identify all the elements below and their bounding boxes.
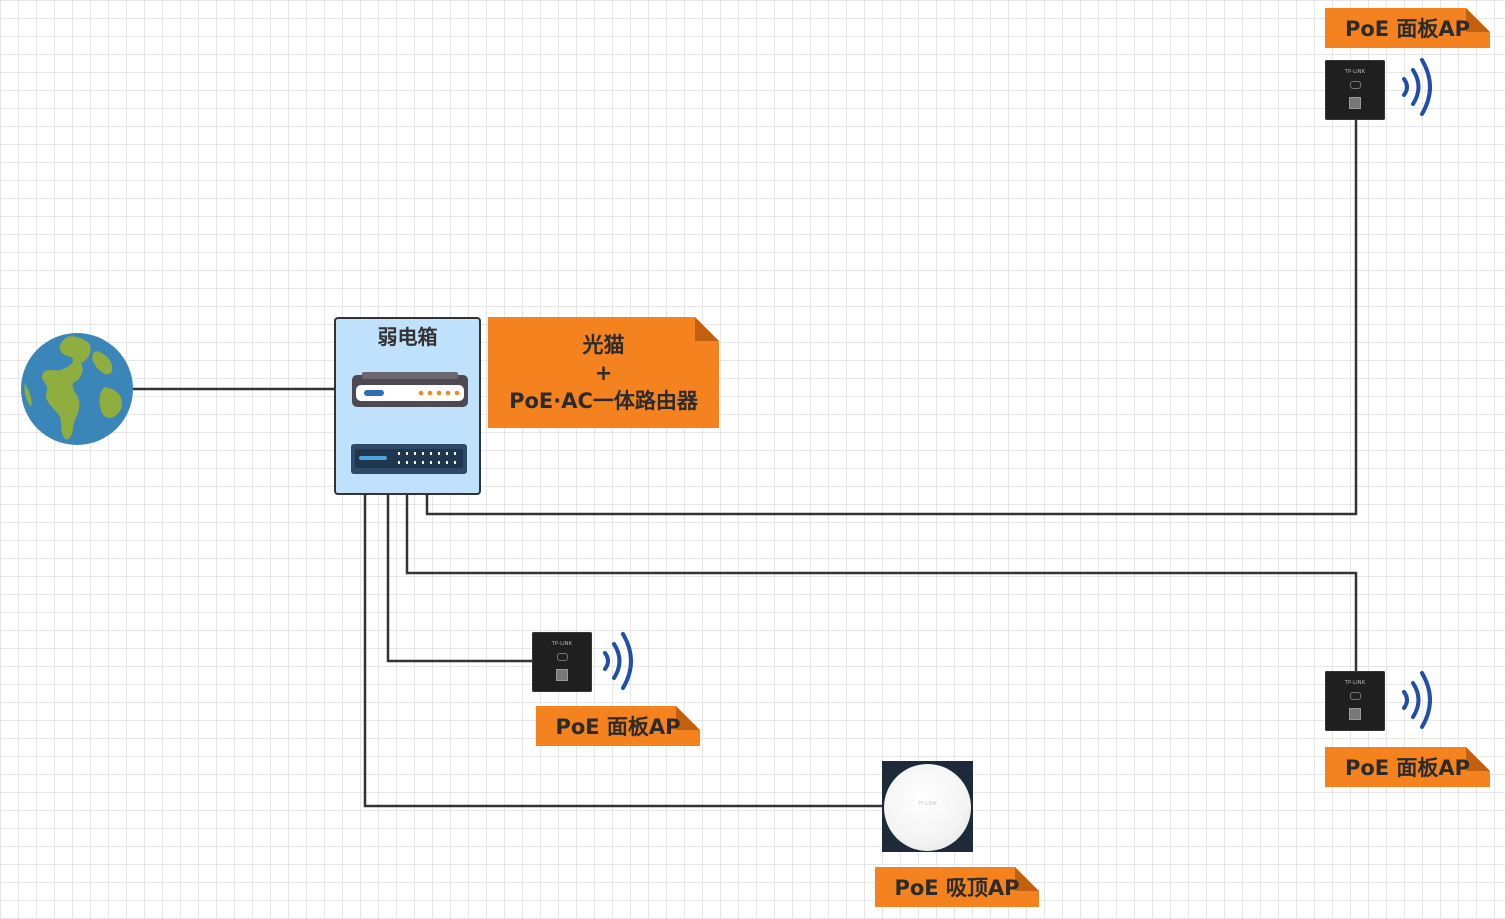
ceiling-ap-icon: TP-LINK xyxy=(882,761,973,852)
router-icon xyxy=(352,372,468,407)
panel-ap-label-top-right: PoE 面板AP xyxy=(1325,8,1490,48)
wire-to-middle-ap xyxy=(386,470,533,663)
router-note: 光猫 + PoE·AC一体路由器 xyxy=(488,317,719,428)
panel-ap-icon: TP-LINK xyxy=(532,632,592,692)
panel-ap-brand: TP-LINK xyxy=(551,641,573,647)
panel-ap-label-bottom-right: PoE 面板AP xyxy=(1325,747,1490,787)
panel-ap-label-text: PoE 面板AP xyxy=(555,715,681,739)
panel-ap-label-text: PoE 面板AP xyxy=(1344,756,1471,780)
panel-ap-brand: TP-LINK xyxy=(1344,680,1366,686)
router-note-line3: PoE·AC一体路由器 xyxy=(509,388,698,413)
ceiling-ap-label: PoE 吸顶AP xyxy=(875,867,1039,907)
internet-globe-icon xyxy=(21,333,133,445)
poe-switch-icon xyxy=(351,444,467,474)
cabinet: 弱电箱 xyxy=(334,317,481,495)
panel-ap-brand: TP-LINK xyxy=(1344,69,1366,75)
ceiling-ap-brand: TP-LINK xyxy=(917,801,938,807)
wire-to-bottom-right-ap xyxy=(405,470,1358,672)
panel-ap-label-middle: PoE 面板AP xyxy=(536,706,700,746)
router-note-line2: + xyxy=(594,360,613,385)
panel-ap-icon: TP-LINK xyxy=(1325,60,1385,120)
ceiling-ap-label-text: PoE 吸顶AP xyxy=(894,876,1020,900)
wire-to-ceiling-ap xyxy=(363,470,882,808)
wifi-signal-icon xyxy=(603,632,633,690)
wifi-signal-icon xyxy=(1402,58,1432,116)
panel-ap-label-text: PoE 面板AP xyxy=(1344,17,1471,41)
wifi-signal-icon xyxy=(1402,671,1432,729)
panel-ap-icon: TP-LINK xyxy=(1325,671,1385,731)
cabinet-title: 弱电箱 xyxy=(377,325,438,349)
router-note-line1: 光猫 xyxy=(582,332,625,357)
